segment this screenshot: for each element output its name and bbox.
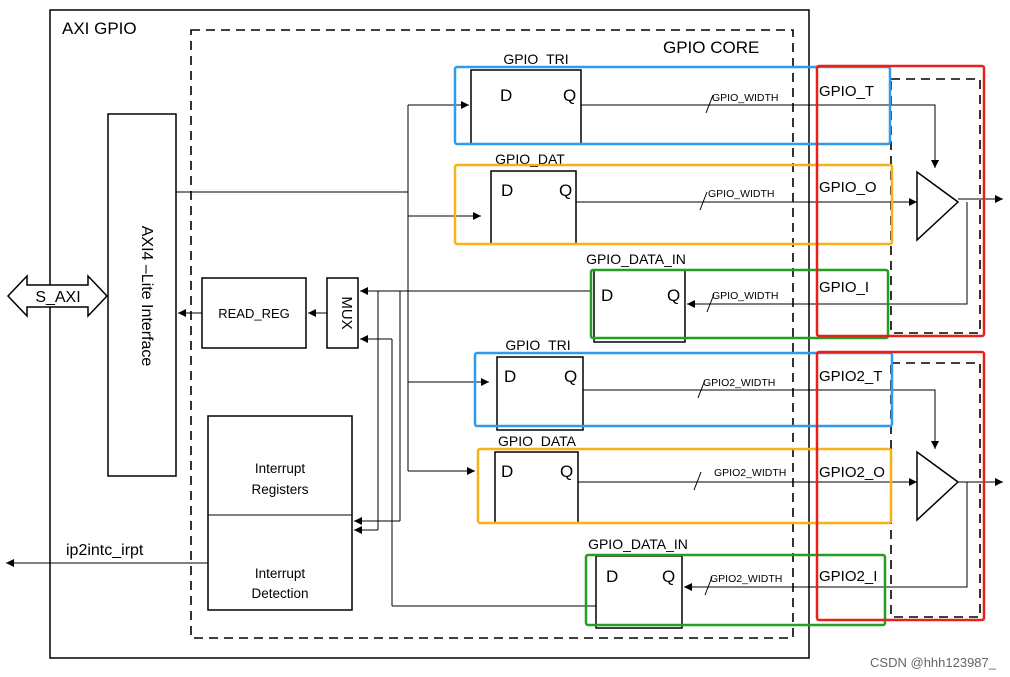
ch2-data-in-d: D <box>606 567 618 586</box>
ch2-tri-highlight <box>473 351 894 428</box>
ch1-data-in-label: GPIO_DATA_IN <box>586 251 686 267</box>
ch2-data-in-q: Q <box>662 567 675 586</box>
watermark: CSDN @hhh123987_ <box>870 655 997 670</box>
ch2-data-highlight <box>476 447 893 525</box>
ch1-tri-q: Q <box>563 86 576 105</box>
ch1-tri-register: GPIO_TRI D Q <box>470 51 582 145</box>
ip2intc-irpt-output: ip2intc_irpt <box>6 542 208 567</box>
ch2-tri-q: Q <box>564 367 577 386</box>
gpio2-t-pin-label: GPIO2_T <box>819 368 882 385</box>
interrupt-block: Interrupt Registers Interrupt Detection <box>207 415 353 611</box>
ch2-io-highlight <box>815 350 986 622</box>
ch1-io-highlight <box>815 64 986 338</box>
ch1-data-in-q: Q <box>667 286 680 305</box>
ch1-output-wires: GPIO_WIDTH GPIO_WIDTH GPIO_WIDTH <box>576 92 1003 313</box>
ch1-data-q: Q <box>559 181 572 200</box>
ch1-tri-label: GPIO_TRI <box>503 51 568 67</box>
ch2-data-register: GPIO_DATA D Q <box>494 433 579 524</box>
gpio-t-pin-label: GPIO_T <box>819 83 874 100</box>
read-reg-block <box>201 277 307 349</box>
gpio-core-region <box>190 29 794 639</box>
ip2intc-irpt-label: ip2intc_irpt <box>66 542 144 559</box>
interrupt-detection-label-1: Interrupt <box>255 566 306 581</box>
ch2-output-wires: GPIO2_WIDTH GPIO2_WIDTH GPIO2_WIDTH <box>578 377 1003 596</box>
ch2-data-in-highlight <box>584 553 887 627</box>
ch1-data-d: D <box>501 181 513 200</box>
ch1-tri-highlight <box>453 65 892 146</box>
ch1-data-highlight <box>453 163 894 246</box>
s-axi-label: S_AXI <box>35 289 80 306</box>
ch2-data-label: GPIO_DATA <box>498 433 577 449</box>
ch1-tristate-buffer <box>916 170 960 242</box>
ch1-data-in-register: GPIO_DATA_IN D Q <box>586 251 686 343</box>
gpio2-o-pin-label: GPIO2_O <box>819 464 885 481</box>
axi4-lite-label: AXI4 –Lite Interface <box>138 226 155 367</box>
ch2-o-width: GPIO2_WIDTH <box>714 467 786 479</box>
ch2-tristate-buffer <box>916 450 960 522</box>
ch1-t-width: GPIO_WIDTH <box>712 92 779 104</box>
gpio-i-pin-label: GPIO_I <box>819 279 869 296</box>
interrupt-registers-label-1: Interrupt <box>255 461 306 476</box>
ch1-o-width: GPIO_WIDTH <box>708 188 775 200</box>
axi4-lite-interface <box>107 113 177 477</box>
ch2-tri-register: GPIO_TRI D Q <box>496 337 584 431</box>
ch2-data-q: Q <box>560 462 573 481</box>
ch1-data-register: GPIO_DAT D Q <box>490 151 577 245</box>
ch2-i-width: GPIO2_WIDTH <box>710 573 782 585</box>
ch2-data-d: D <box>501 462 513 481</box>
gpio-core-title: GPIO CORE <box>663 38 759 57</box>
ch2-data-in-register: GPIO_DATA_IN D Q <box>588 536 688 629</box>
ch2-tri-label: GPIO_TRI <box>505 337 570 353</box>
s-axi-port: S_AXI <box>6 274 109 318</box>
gpio-o-pin-label: GPIO_O <box>819 179 877 196</box>
ch1-data-in-d: D <box>601 286 613 305</box>
mux-label: MUX <box>338 296 355 329</box>
core-wiring <box>176 101 596 607</box>
ch2-tri-d: D <box>504 367 516 386</box>
read-reg-label: READ_REG <box>218 306 290 321</box>
ch1-i-width: GPIO_WIDTH <box>712 290 779 302</box>
interrupt-registers-label-2: Registers <box>251 482 308 497</box>
axi-gpio-title: AXI GPIO <box>62 19 137 38</box>
ch2-t-width: GPIO2_WIDTH <box>703 377 775 389</box>
ch1-tri-d: D <box>500 86 512 105</box>
ch2-data-in-label: GPIO_DATA_IN <box>588 536 688 552</box>
ch1-data-label: GPIO_DAT <box>495 151 565 167</box>
interrupt-detection-label-2: Detection <box>251 586 308 601</box>
ch1-data-in-highlight <box>589 268 890 340</box>
gpio2-i-pin-label: GPIO2_I <box>819 568 877 585</box>
highlights <box>453 64 986 627</box>
